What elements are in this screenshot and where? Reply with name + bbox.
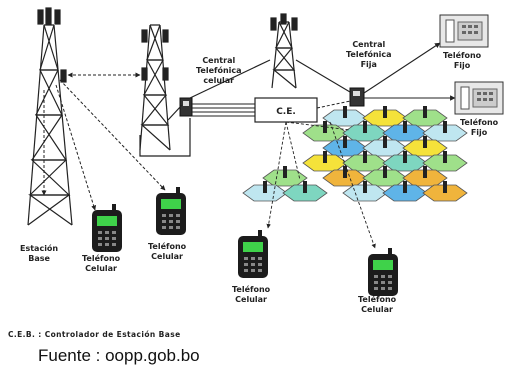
mobile-phone-icon [156, 187, 186, 235]
mobile-phone-icon [238, 230, 268, 278]
cell-antenna-icon [383, 106, 387, 118]
cell-antenna-icon [383, 166, 387, 178]
cell-antenna-icon [403, 151, 407, 163]
cell-antenna-icon [363, 181, 367, 193]
figure-caption: C.E.B. : Controlador de Estación Base [8, 330, 181, 339]
cell-antenna-icon [403, 181, 407, 193]
cell-antenna-icon [443, 181, 447, 193]
label-central-celular: Central Telefónica celular [196, 56, 242, 85]
central-celular-device [179, 97, 193, 117]
label-estacion-base: Estación Base [20, 244, 59, 263]
cell-antenna-icon [443, 121, 447, 133]
label-telefono-celular-4: Teléfono Celular [358, 295, 397, 314]
cell-antenna-icon [343, 106, 347, 118]
label-telefono-fijo-2: Teléfono Fijo [460, 118, 499, 137]
tower-top [270, 13, 298, 89]
mobile-phone-icon [368, 248, 398, 296]
mobile-phone-icon [92, 204, 122, 252]
cell-antenna-icon [323, 121, 327, 133]
label-central-fija: Central Telefónica Fija [346, 40, 392, 69]
label-telefono-celular-2: Teléfono Celular [148, 242, 187, 261]
cell-antenna-icon [263, 181, 267, 193]
cell-antenna-icon [323, 151, 327, 163]
label-telefono-celular-1: Teléfono Celular [82, 254, 121, 273]
cell-antenna-icon [283, 166, 287, 178]
diagram-graphic: C.E. [27, 7, 504, 296]
cell-antenna-icon [363, 151, 367, 163]
cell-antenna-icon [343, 166, 347, 178]
cell-antenna-icon [403, 121, 407, 133]
ceb-box: C.E. [254, 97, 318, 123]
figure-source: Fuente : oopp.gob.bo [38, 346, 200, 365]
cell-antenna-icon [423, 136, 427, 148]
cell-antenna-icon [383, 136, 387, 148]
tower-middle [139, 24, 171, 151]
cell-antenna-icon [363, 121, 367, 133]
cell-antenna-icon [423, 106, 427, 118]
ceb-box-label: C.E. [276, 107, 296, 117]
telefono-fijo-2-device [454, 81, 504, 115]
cell-antenna-icon [303, 181, 307, 193]
cell-antenna-icon [443, 151, 447, 163]
label-telefono-fijo-1: Teléfono Fijo [443, 51, 482, 70]
cell-grid [242, 106, 468, 202]
cable-bundle [192, 103, 255, 117]
cell-antenna-icon [423, 166, 427, 178]
central-fija-device [349, 87, 365, 107]
cell-antenna-icon [343, 136, 347, 148]
label-telefono-celular-3: Teléfono Celular [232, 285, 271, 304]
tower-estacion-base [27, 7, 73, 226]
telefono-fijo-1-device [439, 14, 489, 48]
